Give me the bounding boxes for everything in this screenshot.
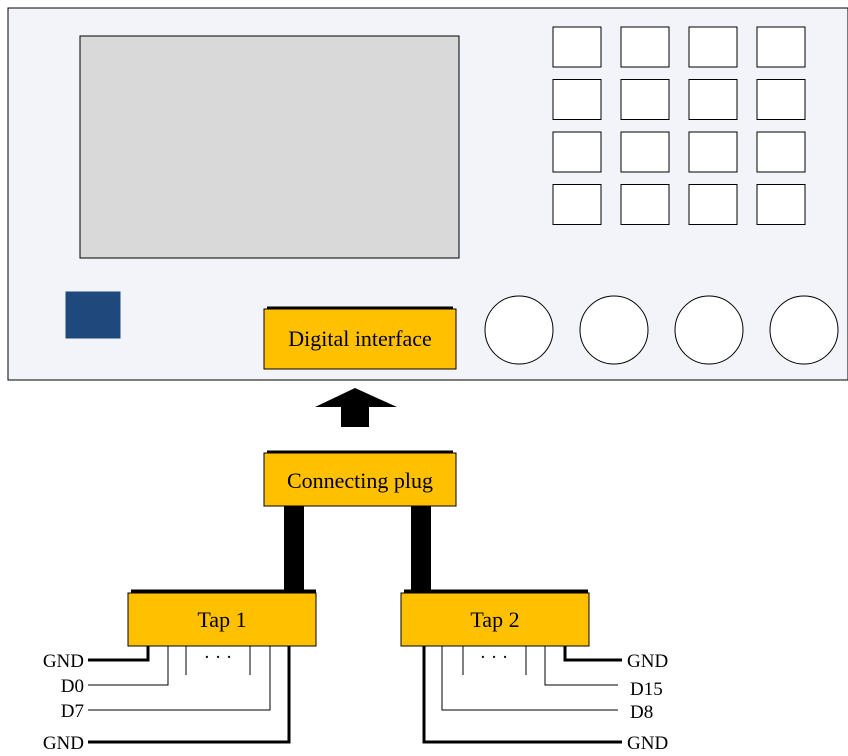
keypad-button-r2-c1[interactable] xyxy=(552,79,602,120)
keypad xyxy=(552,26,806,225)
keypad-button-r3-c4[interactable] xyxy=(756,131,806,173)
tap-2-ellipsis: · · · xyxy=(480,647,508,668)
keypad-button-r3-c3[interactable] xyxy=(688,131,738,173)
tap-1-pin-d0: D0 xyxy=(61,676,84,697)
cable-right xyxy=(411,506,431,593)
tap-2-label: Tap 2 xyxy=(470,607,519,632)
tap-1-ellipsis: · · · xyxy=(204,647,232,668)
connecting-plug: Connecting plug xyxy=(263,450,457,507)
knob-group xyxy=(484,295,839,365)
digital-interface-label: Digital interface xyxy=(288,326,432,351)
up-arrow-icon xyxy=(315,388,397,427)
tap-2-pin-d8: D8 xyxy=(630,702,653,723)
keypad-button-r4-c1[interactable] xyxy=(552,184,602,225)
keypad-button-r1-c2[interactable] xyxy=(620,26,670,68)
knob-2[interactable] xyxy=(579,295,649,365)
keypad-button-r2-c3[interactable] xyxy=(688,79,738,120)
keypad-button-r1-c3[interactable] xyxy=(688,26,738,68)
display-screen xyxy=(79,35,460,259)
knob-1[interactable] xyxy=(484,295,554,365)
knob-4[interactable] xyxy=(769,295,839,365)
keypad-button-r1-c4[interactable] xyxy=(756,26,806,68)
keypad-button-r4-c2[interactable] xyxy=(620,184,670,225)
cable-left xyxy=(284,506,304,593)
keypad-button-r2-c4[interactable] xyxy=(756,79,806,120)
knob-3[interactable] xyxy=(674,295,744,365)
power-button[interactable] xyxy=(65,291,121,339)
tap-2-pin-gnd-bottom: GND xyxy=(627,733,668,754)
tap-2-wiring xyxy=(422,646,622,744)
digital-interface-port: Digital interface xyxy=(263,306,457,370)
tap-1-pin-d7: D7 xyxy=(61,701,84,722)
tap-1-wiring xyxy=(88,646,291,744)
tap-2-pin-gnd-top: GND xyxy=(627,651,668,672)
tap-1-label: Tap 1 xyxy=(197,607,246,632)
tap-1: Tap 1 xyxy=(127,589,317,647)
tap-2: Tap 2 xyxy=(400,589,590,647)
keypad-button-r4-c3[interactable] xyxy=(688,184,738,225)
tap-1-pin-gnd-bottom: GND xyxy=(43,733,84,754)
tap-2-pin-d15: D15 xyxy=(630,679,663,700)
keypad-button-r1-c1[interactable] xyxy=(552,26,602,68)
keypad-button-r2-c2[interactable] xyxy=(620,79,670,120)
tap-1-pin-gnd-top: GND xyxy=(43,651,84,672)
keypad-button-r3-c2[interactable] xyxy=(620,131,670,173)
keypad-button-r3-c1[interactable] xyxy=(552,131,602,173)
keypad-button-r4-c4[interactable] xyxy=(756,184,806,225)
connecting-plug-label: Connecting plug xyxy=(287,468,433,493)
